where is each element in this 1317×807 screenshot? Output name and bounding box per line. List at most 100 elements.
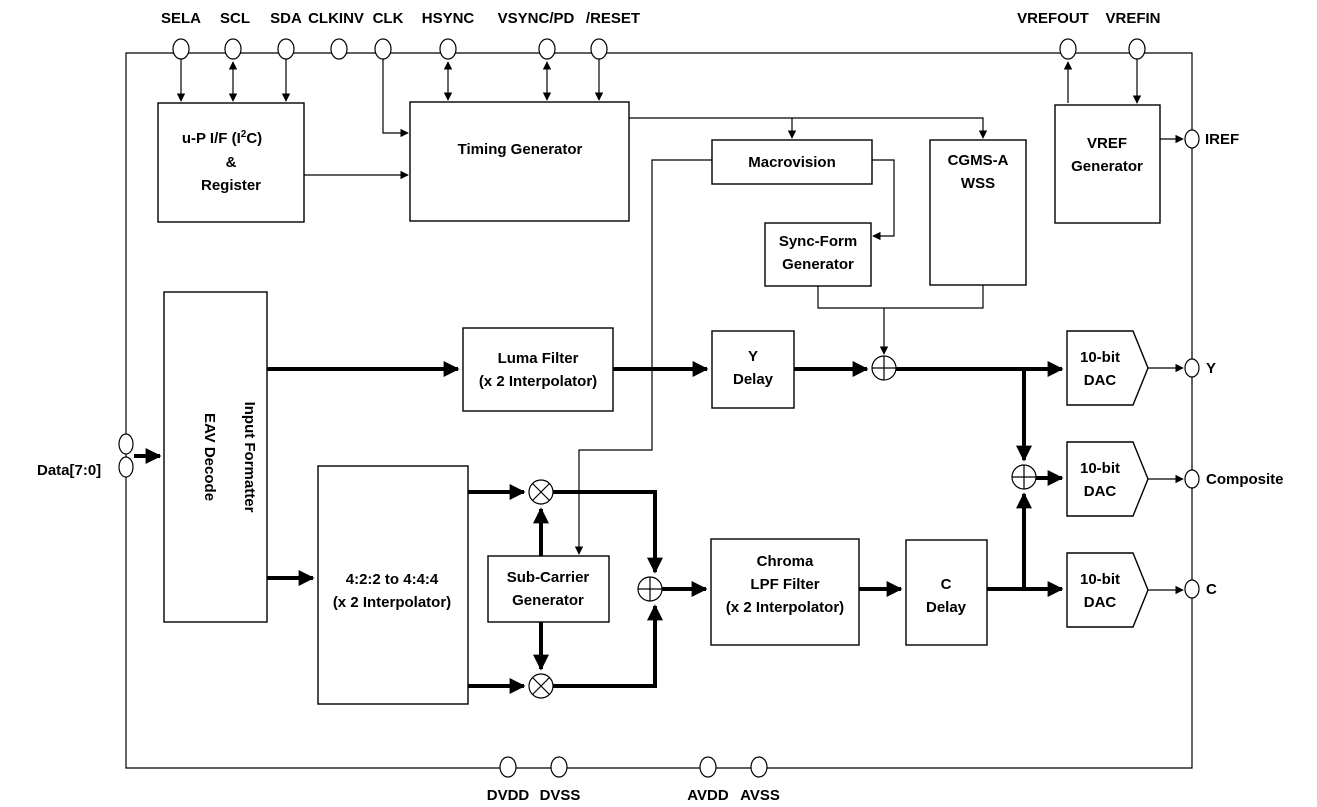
pin-composite[interactable] bbox=[1184, 469, 1200, 489]
block-subcarrier: Sub-Carrier Generator bbox=[487, 555, 610, 623]
up-if-line1: u-P I/F (I bbox=[182, 130, 241, 147]
pin-dvss[interactable] bbox=[550, 756, 568, 778]
up-if-sup: 2 bbox=[241, 129, 247, 140]
dac-comp-line1: 10-bit bbox=[1080, 460, 1120, 477]
chroma-line2: LPF Filter bbox=[750, 576, 819, 593]
label-sela: SELA bbox=[161, 10, 201, 27]
block-dac-y: 10-bit DAC bbox=[1066, 330, 1149, 406]
label-vsync-pd: VSYNC/PD bbox=[498, 10, 575, 27]
label-clkinv: CLKINV bbox=[308, 10, 364, 27]
timing-label: Timing Generator bbox=[458, 141, 583, 158]
syncform-line1: Sync-Form bbox=[779, 233, 857, 250]
adder-chroma bbox=[637, 576, 663, 602]
pin-data-upper[interactable] bbox=[118, 433, 134, 455]
pin-vrefin[interactable] bbox=[1128, 38, 1146, 60]
pin-avss[interactable] bbox=[750, 756, 768, 778]
block-dac-c: 10-bit DAC bbox=[1066, 552, 1149, 628]
pin-hsync[interactable] bbox=[439, 38, 457, 60]
dac-c-line2: DAC bbox=[1084, 594, 1117, 611]
pin-avdd[interactable] bbox=[699, 756, 717, 778]
ydelay-line2: Delay bbox=[733, 371, 774, 388]
block-dac-composite: 10-bit DAC bbox=[1066, 441, 1149, 517]
multiplier-upper bbox=[528, 479, 554, 505]
adder-y-sync bbox=[871, 355, 897, 381]
data-pins: Data[7:0] bbox=[37, 433, 162, 479]
label-dvss: DVSS bbox=[540, 787, 581, 804]
top-pin-labels: SELA SCL SDA CLKINV CLK HSYNC VSYNC/PD /… bbox=[161, 10, 1161, 27]
label-data: Data[7:0] bbox=[37, 462, 101, 479]
data-paths bbox=[267, 361, 1064, 694]
block-cgms-wss: CGMS-A WSS bbox=[929, 139, 1027, 286]
label-scl: SCL bbox=[220, 10, 250, 27]
syncform-line2: Generator bbox=[782, 256, 854, 273]
cdelay-line2: Delay bbox=[926, 599, 967, 616]
block-syncform: Sync-Form Generator bbox=[764, 222, 872, 287]
pin-y[interactable] bbox=[1184, 358, 1200, 378]
block-y-delay: Y Delay bbox=[711, 330, 795, 409]
dac-c-line1: 10-bit bbox=[1080, 571, 1120, 588]
macrovision-label: Macrovision bbox=[748, 154, 836, 171]
interp422-line1: 4:2:2 to 4:4:4 bbox=[346, 571, 439, 588]
pin-clkinv[interactable] bbox=[330, 38, 348, 60]
block-macrovision: Macrovision bbox=[711, 139, 873, 185]
block-input-formatter: Input Formatter EAV Decode bbox=[163, 291, 268, 623]
dac-comp-line2: DAC bbox=[1084, 483, 1117, 500]
label-reset: /RESET bbox=[586, 10, 640, 27]
pin-dvdd[interactable] bbox=[499, 756, 517, 778]
label-iref: IREF bbox=[1205, 131, 1239, 148]
cgms-line2: WSS bbox=[961, 175, 995, 192]
pin-vsync-pd[interactable] bbox=[538, 38, 556, 60]
multiplier-lower bbox=[528, 673, 554, 699]
dac-y-line2: DAC bbox=[1084, 372, 1117, 389]
block-chroma-lpf: Chroma LPF Filter (x 2 Interpolator) bbox=[710, 538, 860, 646]
pin-sda[interactable] bbox=[277, 38, 295, 60]
block-luma-filter: Luma Filter (x 2 Interpolator) bbox=[462, 327, 614, 412]
label-hsync: HSYNC bbox=[422, 10, 475, 27]
pin-clk[interactable] bbox=[374, 38, 392, 60]
cgms-line1: CGMS-A bbox=[948, 152, 1009, 169]
pin-data-lower[interactable] bbox=[118, 456, 134, 478]
chroma-line1: Chroma bbox=[757, 553, 814, 570]
pin-reset[interactable] bbox=[590, 38, 608, 60]
label-clk: CLK bbox=[373, 10, 404, 27]
block-interp-422: 4:2:2 to 4:4:4 (x 2 Interpolator) bbox=[317, 465, 469, 705]
label-composite: Composite bbox=[1206, 471, 1284, 488]
label-avdd: AVDD bbox=[687, 787, 729, 804]
pin-c[interactable] bbox=[1184, 579, 1200, 599]
pin-sela[interactable] bbox=[172, 38, 190, 60]
pin-vrefout[interactable] bbox=[1059, 38, 1077, 60]
label-vrefin: VREFIN bbox=[1105, 10, 1160, 27]
subcarrier-line2: Generator bbox=[512, 592, 584, 609]
cdelay-line1: C bbox=[941, 576, 952, 593]
ydelay-line1: Y bbox=[748, 348, 758, 365]
interp422-line2: (x 2 Interpolator) bbox=[333, 594, 451, 611]
input-formatter-line2: EAV Decode bbox=[201, 413, 218, 501]
label-avss: AVSS bbox=[740, 787, 780, 804]
svg-text:u-P I/F (I2C): u-P I/F (I2C) bbox=[182, 129, 262, 147]
vref-line2: Generator bbox=[1071, 158, 1143, 175]
bottom-pins: DVDD DVSS AVDD AVSS bbox=[487, 756, 780, 804]
label-vrefout: VREFOUT bbox=[1017, 10, 1089, 27]
top-pins bbox=[172, 38, 1146, 60]
up-if-line3: Register bbox=[201, 177, 261, 194]
label-c: C bbox=[1206, 581, 1217, 598]
block-c-delay: C Delay bbox=[905, 539, 988, 646]
adder-composite bbox=[1011, 464, 1037, 490]
up-if-line2: & bbox=[226, 154, 237, 171]
label-dvdd: DVDD bbox=[487, 787, 530, 804]
block-vref-generator: VREF Generator bbox=[1054, 104, 1161, 224]
block-timing-generator: Timing Generator bbox=[409, 101, 630, 222]
dac-y-line1: 10-bit bbox=[1080, 349, 1120, 366]
pin-scl[interactable] bbox=[224, 38, 242, 60]
control-lines bbox=[176, 59, 1184, 595]
pin-iref[interactable] bbox=[1184, 129, 1200, 149]
up-if-line1-end: C) bbox=[246, 130, 262, 147]
label-y: Y bbox=[1206, 360, 1216, 377]
luma-line1: Luma Filter bbox=[498, 350, 579, 367]
label-sda: SDA bbox=[270, 10, 302, 27]
right-pins: IREF Y Composite C bbox=[1184, 129, 1284, 599]
chroma-line3: (x 2 Interpolator) bbox=[726, 599, 844, 616]
block-up-if: u-P I/F (I2C) & Register bbox=[157, 102, 305, 223]
vref-line1: VREF bbox=[1087, 135, 1127, 152]
